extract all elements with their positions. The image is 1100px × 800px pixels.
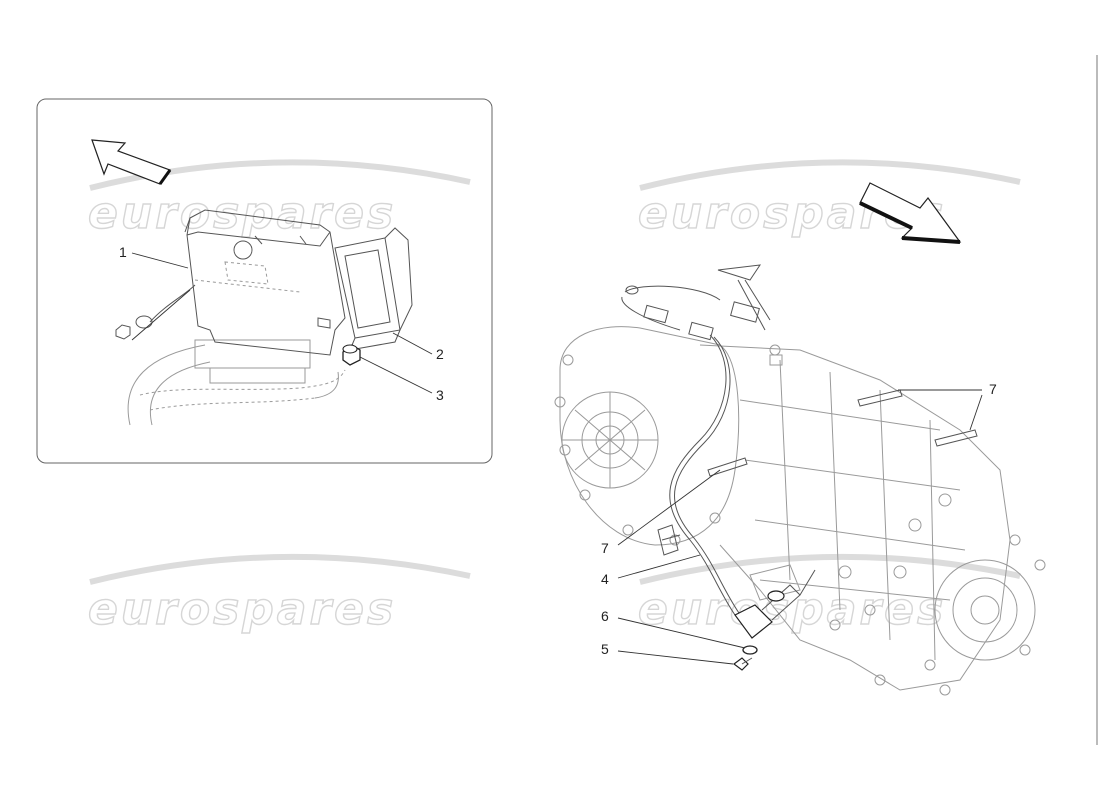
callout-label: 1 bbox=[119, 244, 127, 260]
rubber-mount bbox=[342, 344, 361, 366]
wiring-harness-inset bbox=[127, 339, 346, 426]
callout-6: 6 bbox=[601, 608, 746, 649]
ground-wire-inset bbox=[115, 284, 196, 340]
callout-1: 1 bbox=[119, 244, 191, 341]
watermark-top-left: eurospares bbox=[87, 159, 471, 240]
o-ring bbox=[742, 645, 758, 655]
callout-7-left: 7 bbox=[601, 469, 721, 556]
callout-label: 5 bbox=[601, 641, 609, 657]
gearbox-housing bbox=[554, 326, 1046, 696]
callout-5: 5 bbox=[601, 641, 734, 665]
watermark-bottom-left: eurospares bbox=[87, 553, 471, 636]
callout-2: 2 bbox=[392, 332, 444, 362]
watermark-text: eurospares bbox=[88, 188, 396, 239]
direction-arrow-inset bbox=[91, 139, 172, 185]
callout-label: 2 bbox=[436, 346, 444, 362]
inset-frame bbox=[36, 98, 493, 464]
watermark-bottom-right: eurospares bbox=[637, 553, 1021, 636]
callout-label: 6 bbox=[601, 608, 609, 624]
sensor-cable bbox=[621, 264, 771, 616]
watermark-top-right: eurospares bbox=[637, 159, 1021, 240]
callout-4: 4 bbox=[601, 554, 701, 587]
callout-3: 3 bbox=[359, 356, 444, 403]
callout-label: 7 bbox=[601, 540, 609, 556]
callout-label: 3 bbox=[436, 387, 444, 403]
callout-7-top: 7 bbox=[898, 381, 997, 431]
direction-arrow-main bbox=[859, 182, 962, 244]
mounting-bracket bbox=[334, 227, 413, 351]
watermark-text: eurospares bbox=[88, 584, 396, 635]
sensor-bolt bbox=[733, 657, 753, 671]
stud-bolts bbox=[707, 389, 978, 477]
callout-label: 4 bbox=[601, 571, 609, 587]
callout-label: 7 bbox=[989, 381, 997, 397]
control-unit-ecu bbox=[184, 209, 346, 356]
speed-sensor bbox=[734, 569, 816, 639]
